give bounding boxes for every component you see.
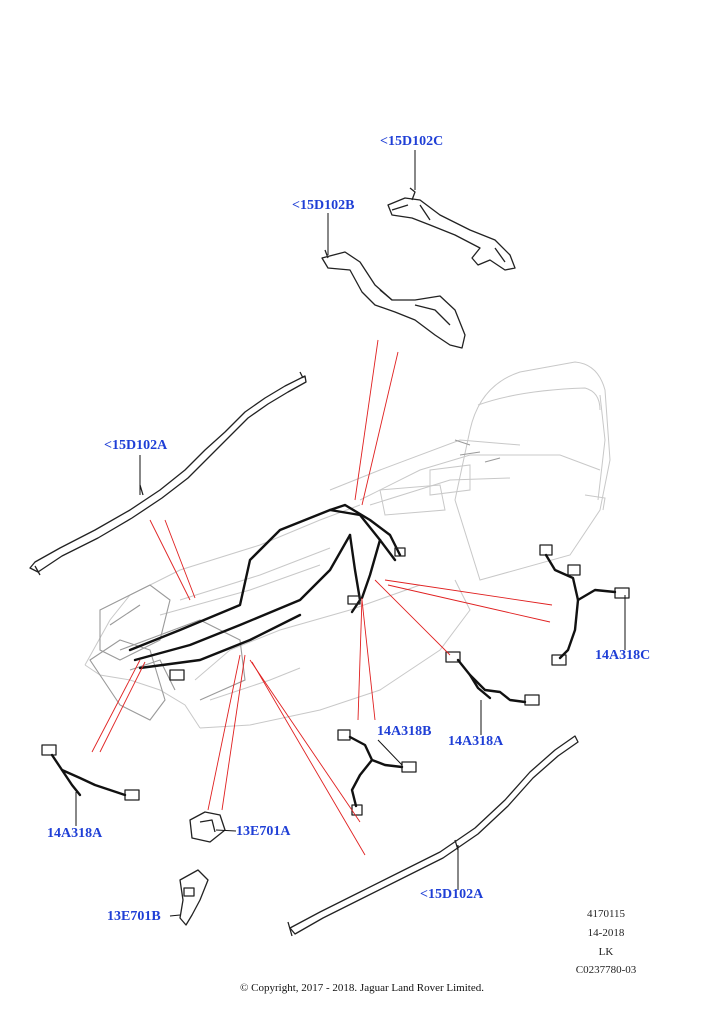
callout-13e701b[interactable]: 13E701B	[107, 909, 161, 924]
bracket-15d102c-drawing	[387, 187, 516, 271]
console-frame	[89, 439, 501, 721]
red-leader-lines	[91, 339, 553, 856]
rail-15d102a-left-drawing	[29, 371, 307, 576]
harness-14a318c-drawing	[539, 544, 630, 666]
catalog-code: C0237780-03	[575, 964, 637, 976]
callout-15d102b[interactable]: <15D102B	[292, 198, 355, 213]
callout-14a318c[interactable]: 14A318C	[595, 648, 651, 663]
callout-14a318a-right[interactable]: 14A318A	[448, 734, 504, 749]
center-console-outline	[84, 361, 611, 729]
rail-15d102a-right-drawing	[287, 735, 579, 937]
callout-13e701a[interactable]: 13E701A	[236, 824, 291, 839]
callout-15d102c[interactable]: <15D102C	[380, 134, 444, 149]
date-code: 14-2018	[587, 927, 625, 939]
copyright-notice: © Copyright, 2017 - 2018. Jaguar Land Ro…	[240, 982, 484, 994]
callout-15d102a-right[interactable]: <15D102A	[420, 887, 484, 902]
switch-13e701a-drawing	[189, 811, 226, 843]
initials: LK	[598, 946, 614, 958]
callout-14a318b[interactable]: 14A318B	[377, 724, 432, 739]
callout-leaders	[75, 150, 626, 917]
harness-14a318a-right-drawing	[445, 651, 540, 706]
bracket-15d102b-drawing	[321, 249, 466, 349]
switch-13e701b-drawing	[179, 869, 209, 926]
installed-harness	[128, 503, 406, 681]
harness-14a318a-left-drawing	[41, 744, 140, 801]
harness-14a318b-drawing	[337, 729, 417, 816]
illustration-number: 4170115	[586, 908, 626, 920]
callout-15d102a-left[interactable]: <15D102A	[104, 438, 168, 453]
callout-14a318a-left[interactable]: 14A318A	[47, 826, 103, 841]
